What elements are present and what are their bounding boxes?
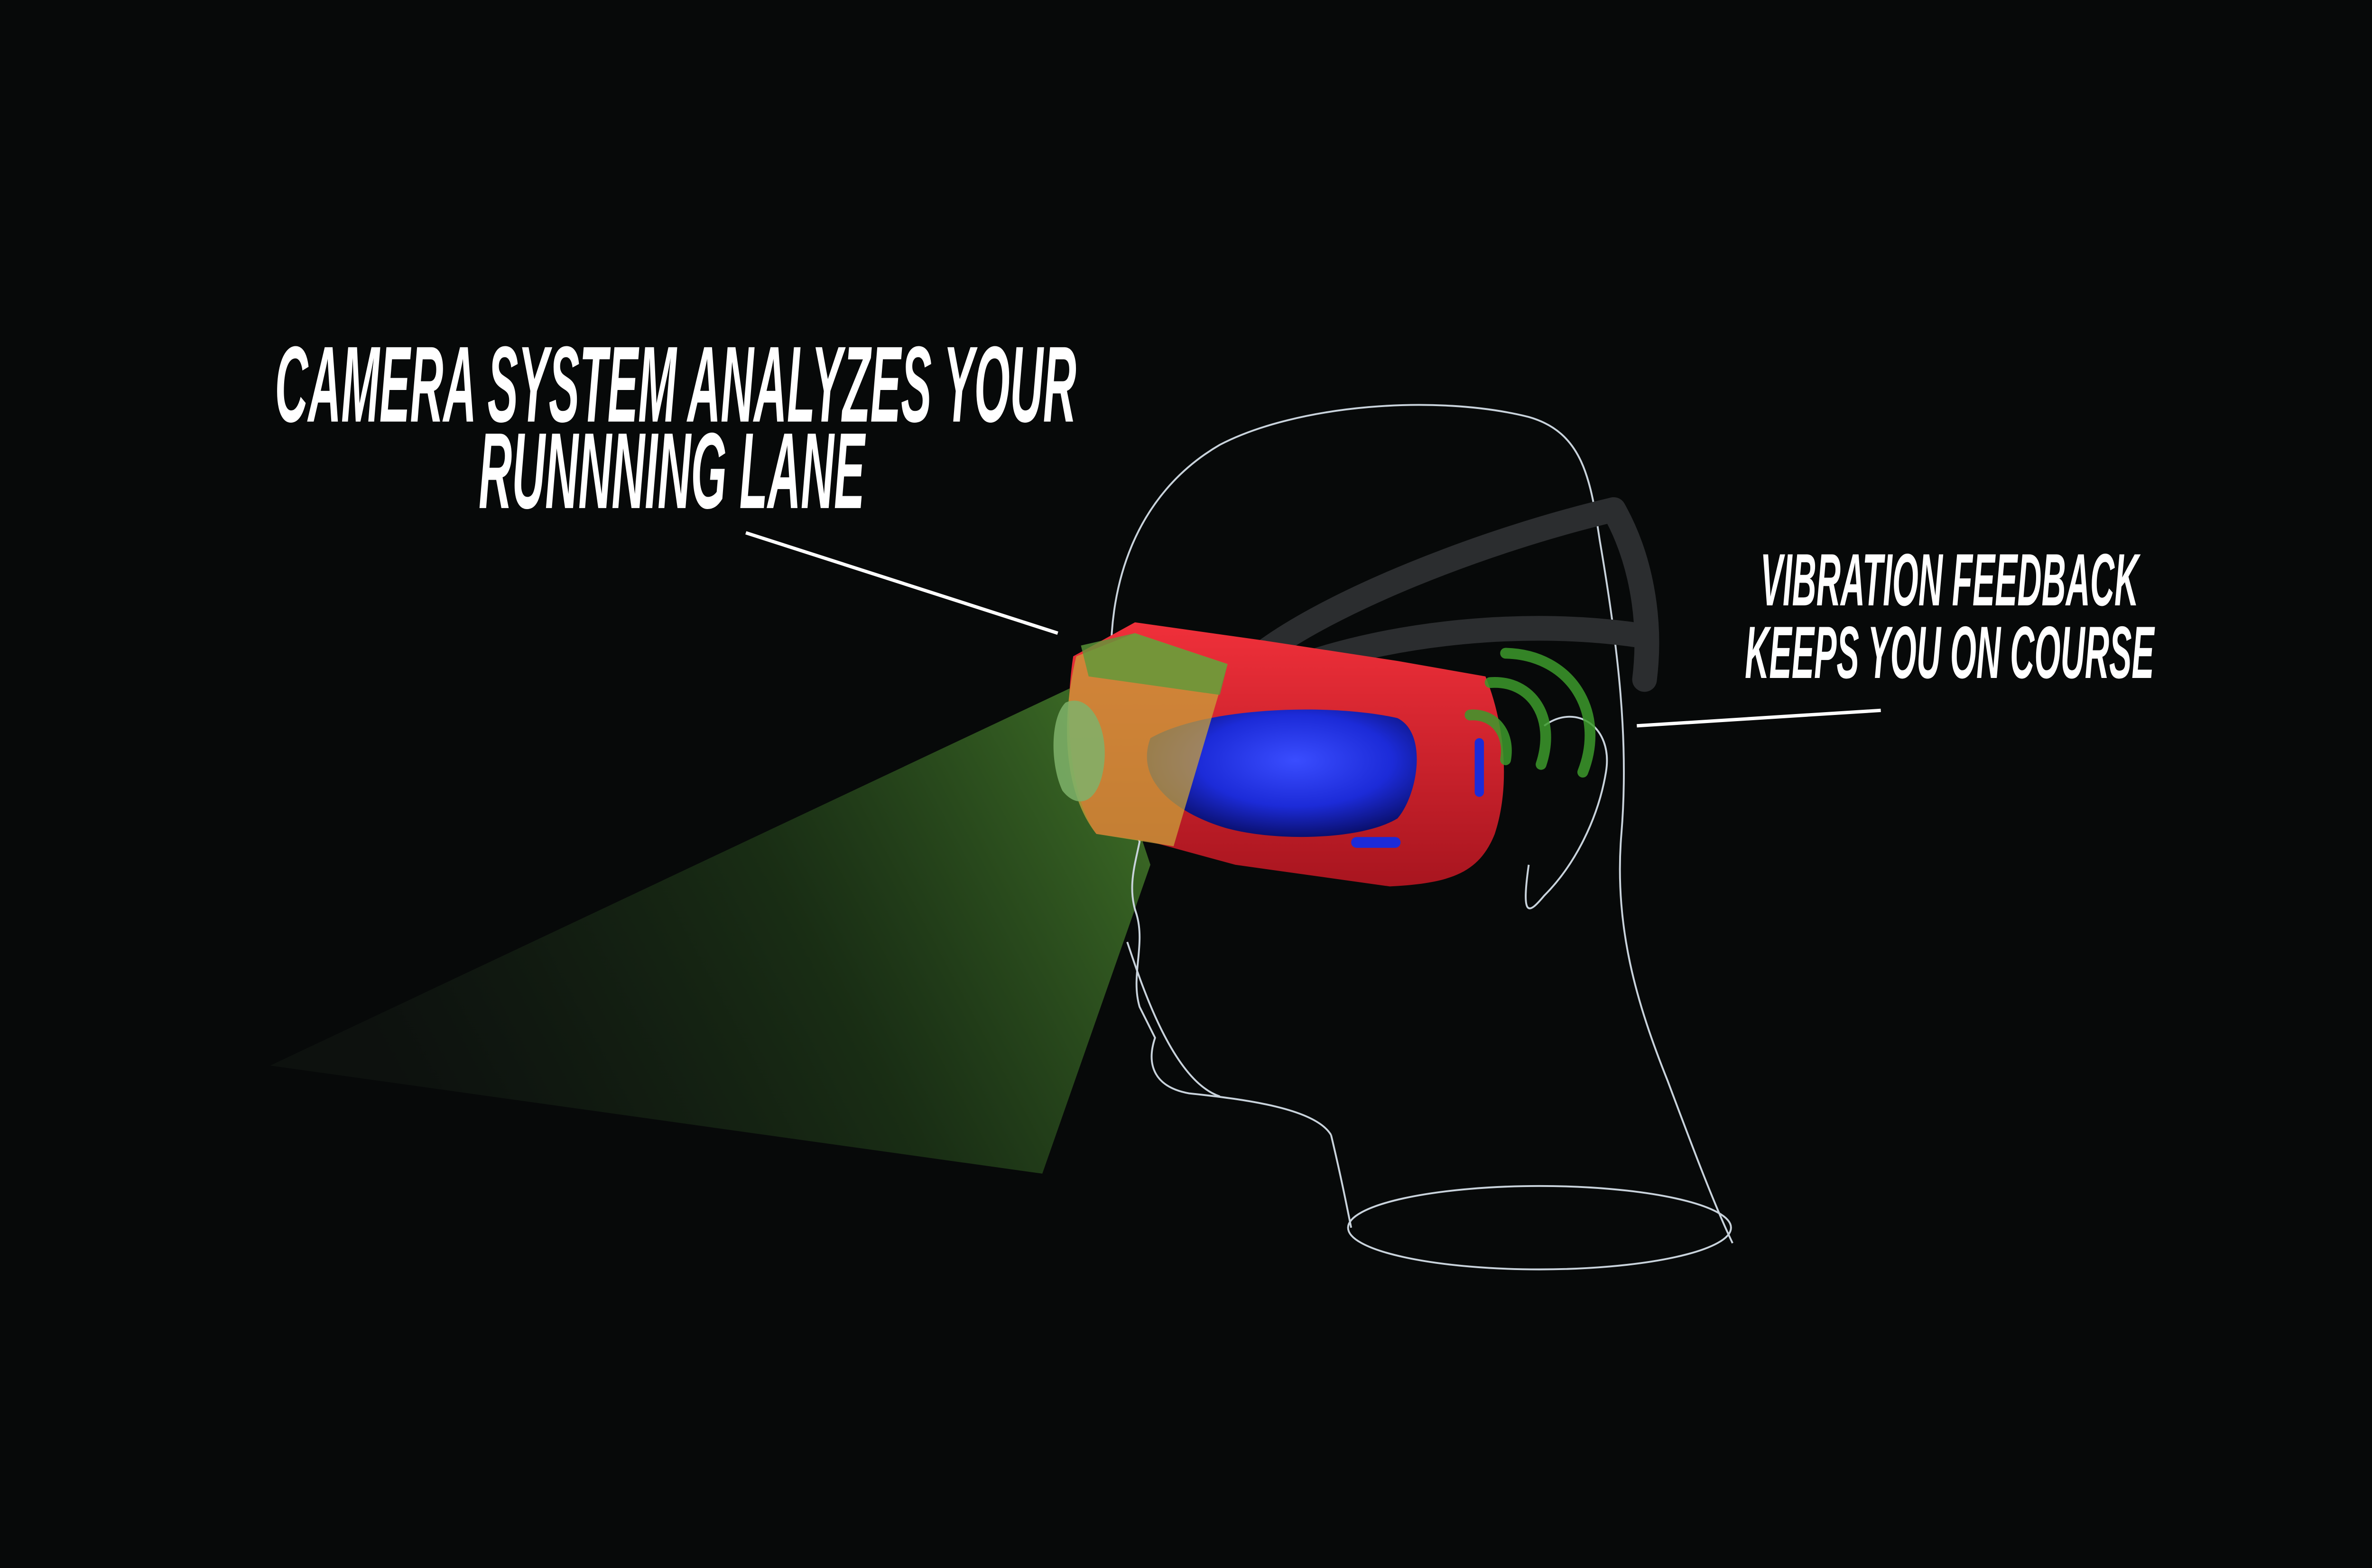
camera-leader-line — [745, 531, 1058, 635]
camera-lens-icon — [1053, 700, 1105, 802]
vibration-waves-icon — [1464, 648, 1595, 778]
vibration-caption-line2: KEEPS YOU ON COURSE — [1745, 612, 2155, 694]
neck-base — [1347, 1185, 1732, 1271]
vibration-leader-line — [1637, 708, 1881, 728]
camera-top-indicator — [1081, 633, 1228, 695]
bottom-button — [1351, 837, 1401, 848]
side-button — [1474, 738, 1484, 797]
camera-caption-line2: RUNNNING LANE — [479, 411, 866, 531]
head-outline — [1110, 404, 1733, 1271]
goggle-lens — [1147, 709, 1417, 837]
camera-caption-line1: CAMERA SYSTEM ANALYZES YOUR — [275, 325, 1076, 445]
vibration-caption-line1: VIBRATION FEEDBACK — [1760, 539, 2141, 622]
camera-beam — [270, 679, 1150, 1174]
